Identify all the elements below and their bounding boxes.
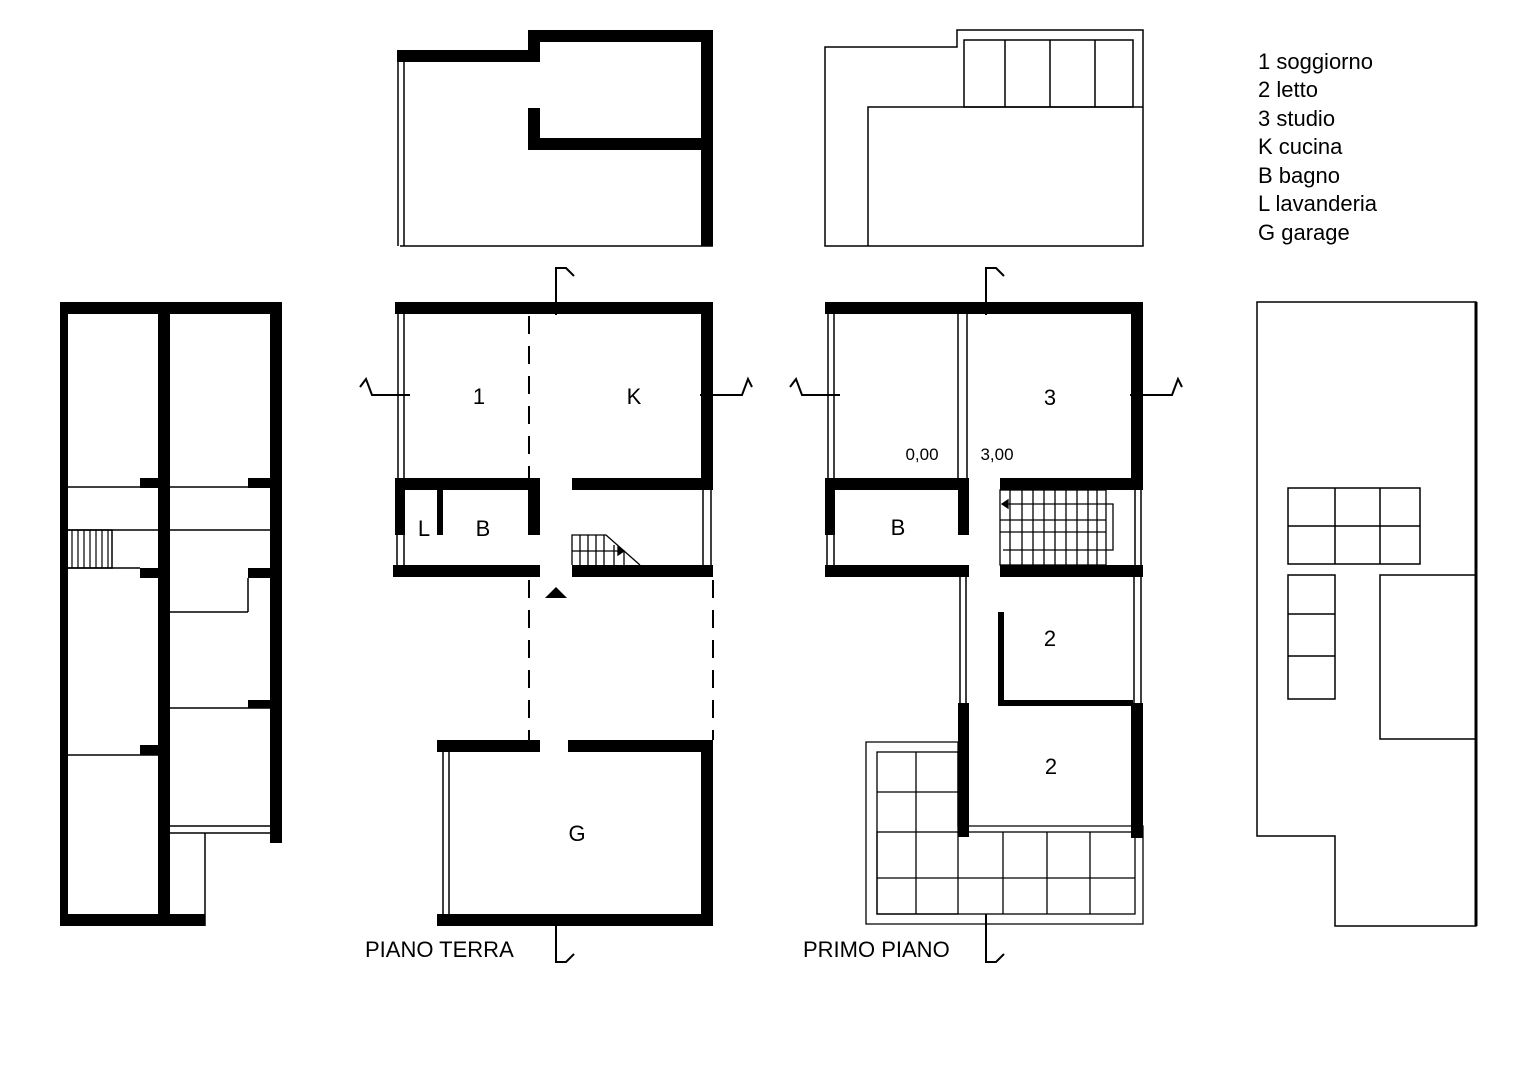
room-label-laundry: L <box>418 516 430 541</box>
stair-icon <box>999 489 1114 566</box>
legend-item: L lavanderia <box>1258 191 1378 216</box>
room-label-bath: B <box>476 516 491 541</box>
first-floor-title: PRIMO PIANO <box>803 937 950 962</box>
roof-plan-right <box>824 29 1144 247</box>
elevation-right <box>1256 301 1478 927</box>
room-label-bedroom: 2 <box>1045 754 1057 779</box>
legend: 1 soggiorno 2 letto 3 studio K cucina B … <box>1258 49 1378 245</box>
section-mark-icon <box>789 267 1183 963</box>
ground-floor-plan: 1 K L B G PIANO TERRA <box>359 267 753 963</box>
room-label-bath: B <box>891 515 906 540</box>
section-left <box>60 302 282 926</box>
room-label-living: 1 <box>473 384 485 409</box>
legend-item: 1 soggiorno <box>1258 49 1373 74</box>
legend-item: 2 letto <box>1258 77 1318 102</box>
legend-item: B bagno <box>1258 163 1340 188</box>
level-label-right: 3,00 <box>980 445 1013 464</box>
room-label-bedroom: 2 <box>1044 626 1056 651</box>
room-label-kitchen: K <box>627 384 642 409</box>
legend-item: 3 studio <box>1258 106 1335 131</box>
entrance-arrow-icon <box>545 587 567 598</box>
legend-item: G garage <box>1258 220 1350 245</box>
ground-floor-title: PIANO TERRA <box>365 937 514 962</box>
level-label-left: 0,00 <box>905 445 938 464</box>
legend-item: K cucina <box>1258 134 1343 159</box>
room-label-garage: G <box>568 821 585 846</box>
roof-plan-left <box>397 30 713 247</box>
room-label-study: 3 <box>1044 385 1056 410</box>
first-floor-plan: 3 0,00 3,00 B 2 2 PRIMO PIANO <box>789 267 1183 963</box>
terrace <box>865 741 1144 925</box>
stair-icon <box>571 534 641 566</box>
section-mark-icon <box>359 267 753 963</box>
